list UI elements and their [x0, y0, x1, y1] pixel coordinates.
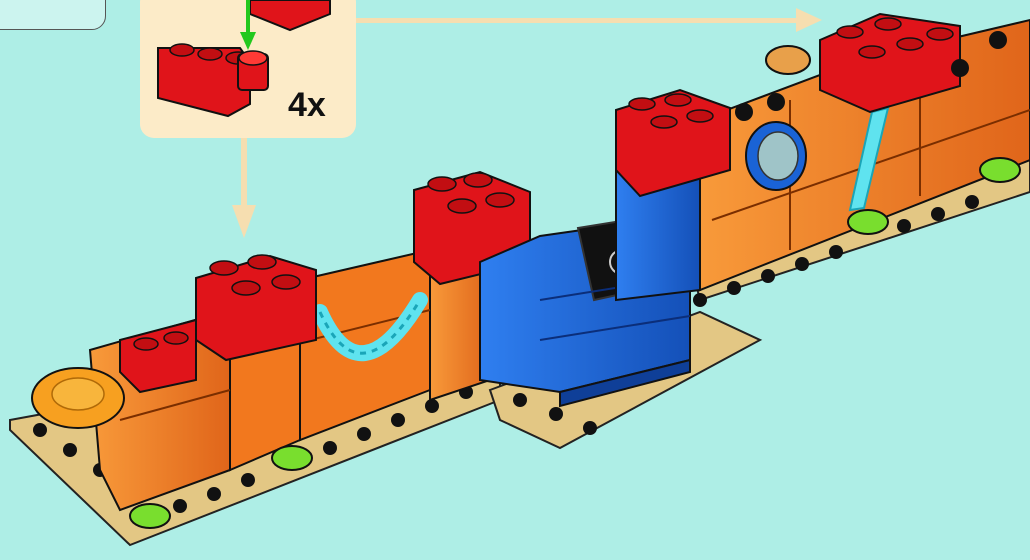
- red-brick-corner: [120, 320, 196, 392]
- orange-dome-piece: [766, 46, 810, 74]
- porthole-window: [746, 122, 806, 190]
- substep-red-brick-2x2: [250, 0, 330, 30]
- red-brick-top-1: [196, 255, 316, 360]
- substep-red-round-brick: [238, 51, 268, 90]
- orange-round-plate: [32, 368, 124, 428]
- substep-red-brick-1x3: [158, 44, 250, 116]
- quantity-label: 4x: [288, 86, 326, 125]
- guide-arrow-down: [232, 138, 256, 238]
- guide-arrow-right: [356, 8, 822, 32]
